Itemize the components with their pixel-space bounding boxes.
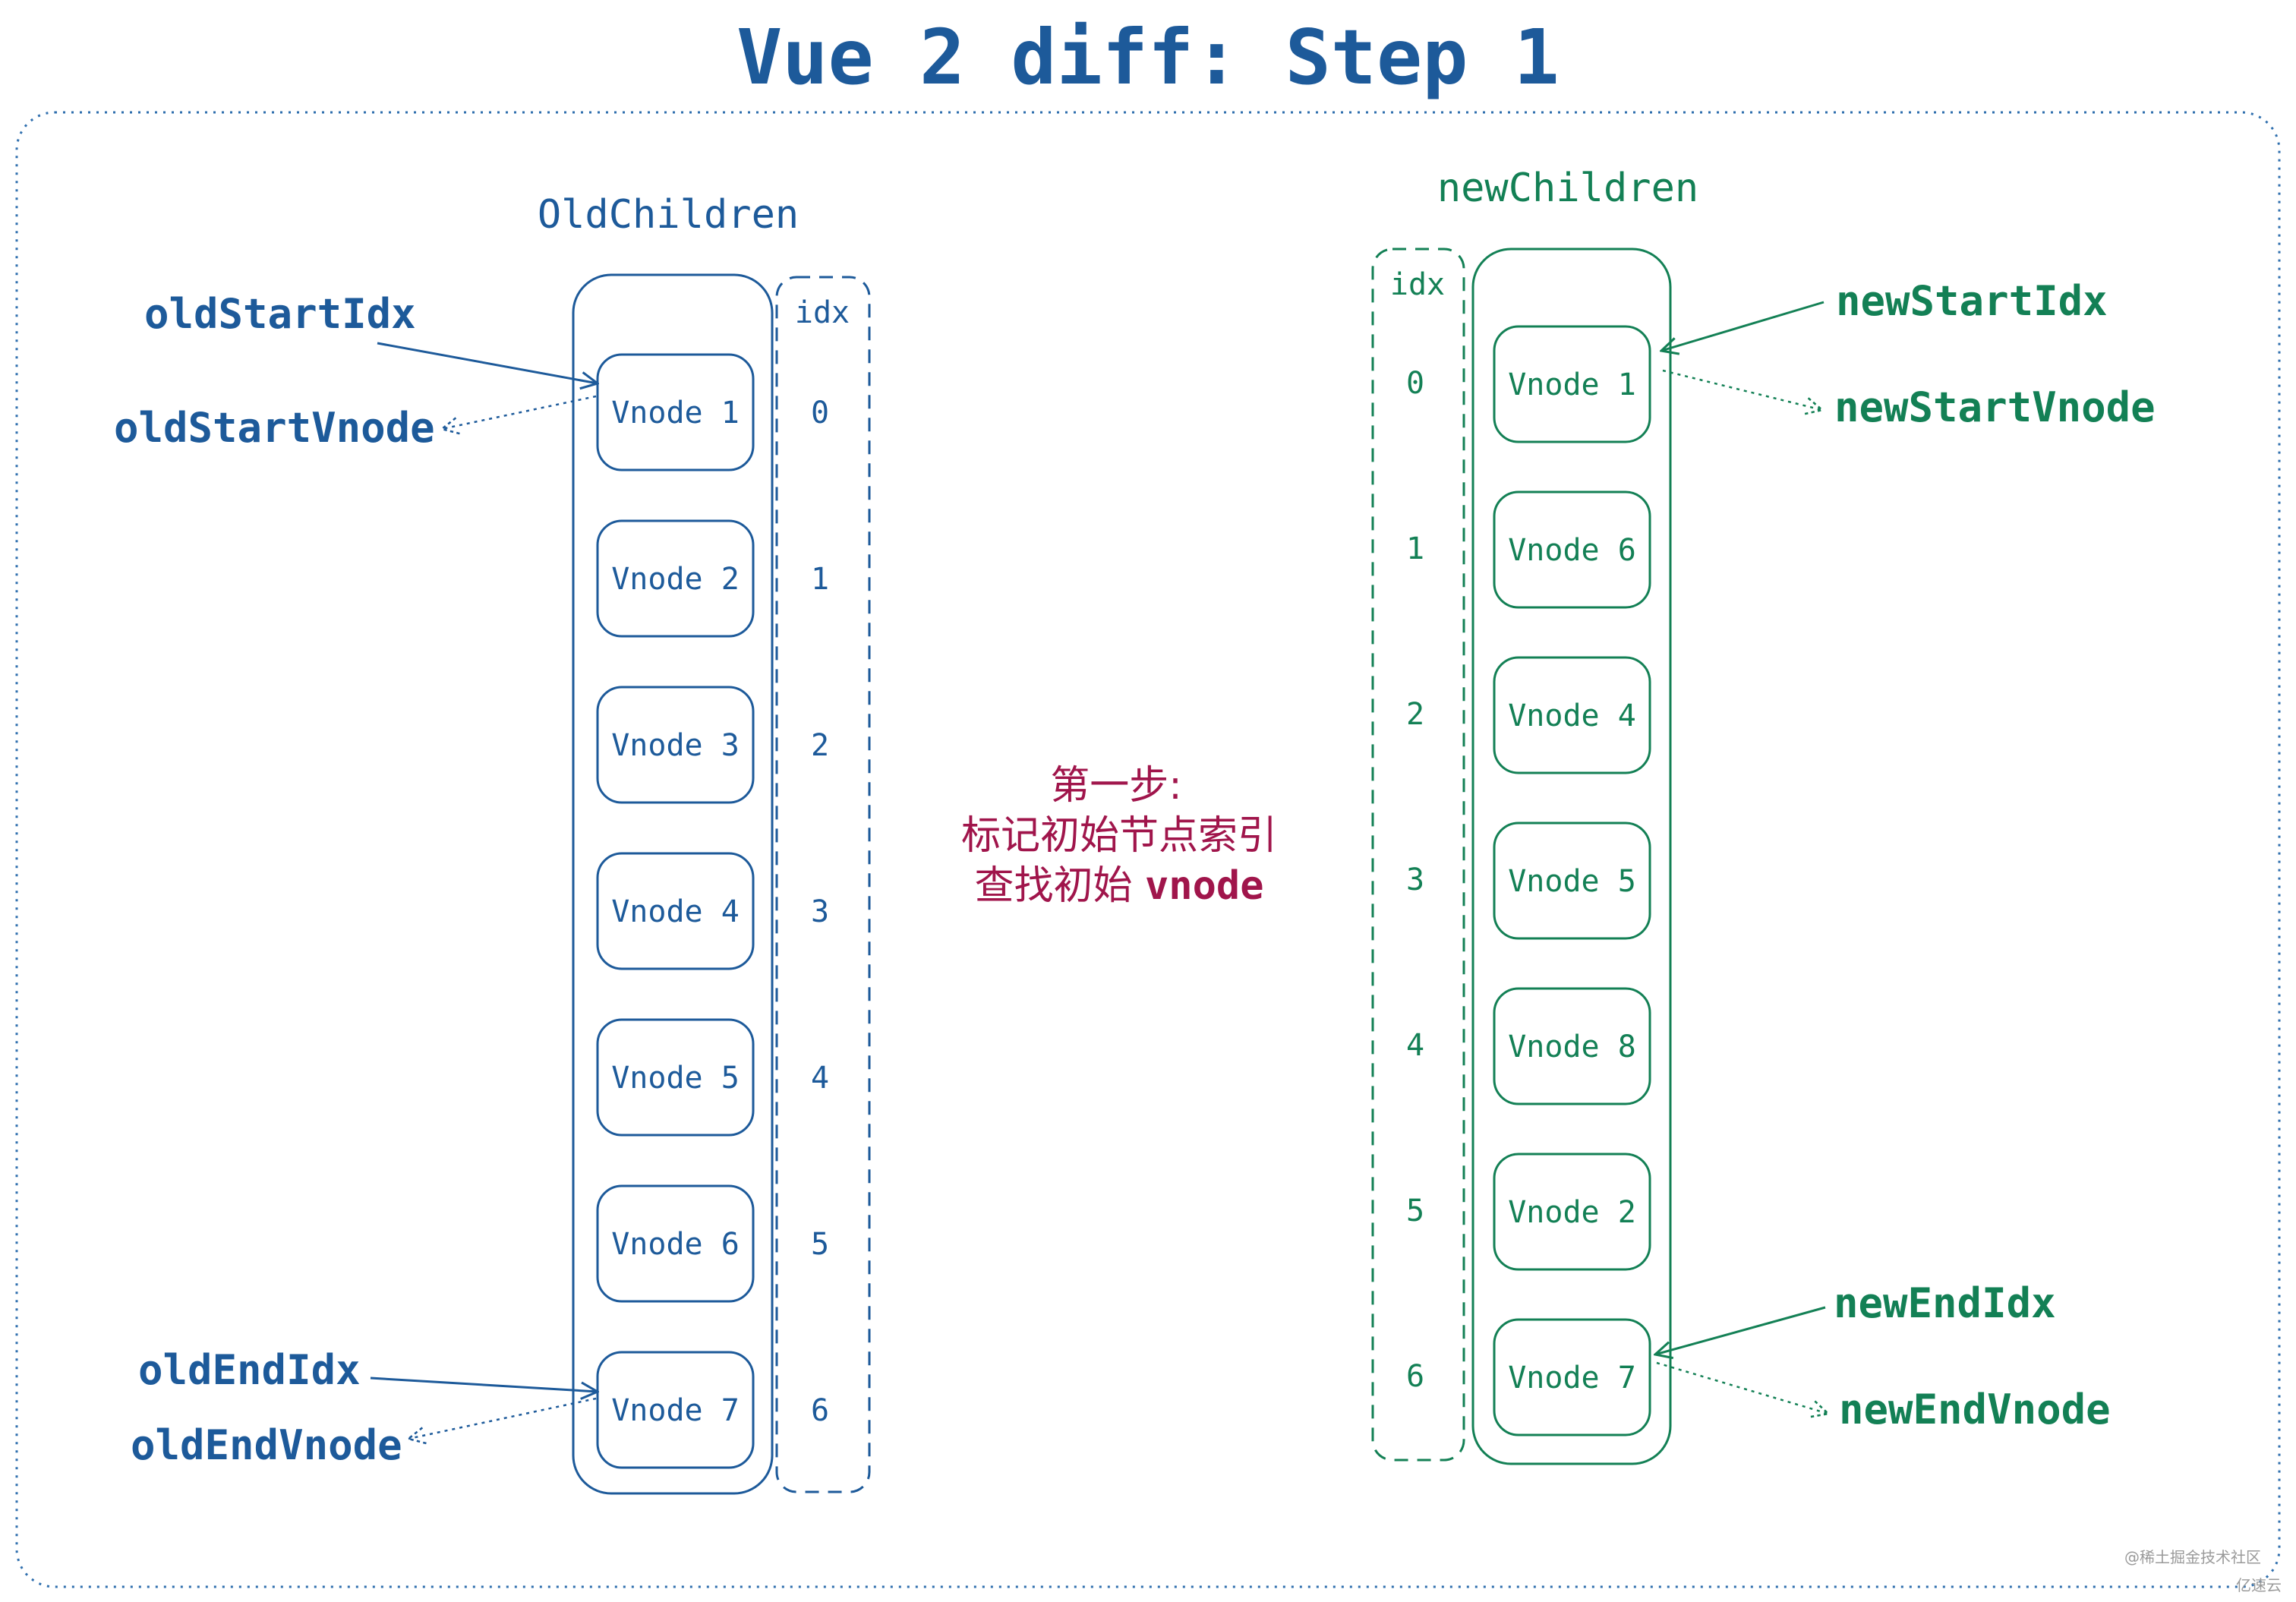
new-end-vnode-arrow: [1656, 1361, 1828, 1414]
old-vnode-box: [596, 1351, 755, 1469]
old-vnode-0: Vnode 1: [596, 353, 755, 471]
old-vnode-box: [596, 1184, 755, 1303]
old-idx-header: idx: [795, 295, 850, 330]
old-node-list: Vnode 1 Vnode 2 Vnode 3 Vnode 4 Vnode 5 Vnode…: [596, 353, 755, 1469]
old-vnode-label: Vnode 6: [611, 1227, 740, 1262]
new-vnode-box: [1493, 821, 1651, 940]
old-vnode-box: [596, 1018, 755, 1137]
old-index-label: 2: [811, 728, 829, 763]
old-vnode-3: Vnode 4: [596, 852, 755, 970]
old-idx-column: [775, 276, 871, 1493]
new-vnode-label: Vnode 7: [1508, 1361, 1636, 1395]
old-vnode-6: Vnode 7: [596, 1351, 755, 1469]
old-vnode-4: Vnode 5: [596, 1018, 755, 1137]
old-index-label: 4: [811, 1061, 829, 1096]
old-children-heading: OldChildren: [538, 192, 799, 238]
old-index-label: 5: [811, 1227, 829, 1262]
old-end-idx-label: oldEndIdx: [138, 1346, 361, 1394]
new-node-list: Vnode 1 Vnode 6 Vnode 4 Vnode 5 Vnode 8 Vnode…: [1493, 325, 1651, 1436]
new-end-idx-arrow: [1655, 1306, 1826, 1354]
new-index-label: 3: [1406, 862, 1424, 897]
old-start-idx-arrow: [377, 342, 598, 383]
new-start-idx-arrow: [1661, 301, 1824, 351]
new-vnode-label: Vnode 2: [1508, 1195, 1636, 1230]
new-vnode-4: Vnode 8: [1493, 987, 1651, 1105]
new-vnode-label: Vnode 1: [1508, 367, 1636, 402]
old-end-idx-arrow: [370, 1377, 598, 1392]
old-index-label: 6: [811, 1393, 829, 1428]
new-vnode-2: Vnode 4: [1493, 656, 1651, 774]
diagram-title: Vue 2 diff: Step 1: [736, 13, 1560, 102]
new-index-label: 4: [1406, 1028, 1424, 1063]
old-end-vnode-label: oldEndVnode: [131, 1421, 402, 1469]
note-line-1: 第一步:: [1050, 763, 1182, 809]
old-index-label: 3: [811, 894, 829, 929]
old-children-container: [572, 273, 774, 1495]
new-vnode-box: [1493, 325, 1651, 443]
old-start-idx-label: oldStartIdx: [144, 290, 416, 338]
old-start-vnode-label: oldStartVnode: [114, 404, 435, 452]
new-vnode-box: [1493, 1153, 1651, 1271]
note-line-3: 查找初始 vnode: [974, 863, 1263, 909]
outer-frame: [15, 111, 2281, 1588]
new-vnode-box: [1493, 1318, 1651, 1436]
new-vnode-label: Vnode 6: [1508, 533, 1636, 568]
old-vnode-label: Vnode 1: [611, 396, 740, 430]
new-children-heading: newChildren: [1437, 166, 1698, 211]
watermark-yisu: 亿速云: [2236, 1576, 2282, 1594]
new-end-idx-label: newEndIdx: [1834, 1279, 2056, 1327]
old-vnode-label: Vnode 5: [611, 1061, 740, 1096]
new-vnode-box: [1493, 656, 1651, 774]
old-start-vnode-arrow: [442, 395, 597, 429]
new-idx-column: [1371, 248, 1465, 1462]
new-vnode-box: [1493, 490, 1651, 609]
new-vnode-label: Vnode 8: [1508, 1030, 1636, 1064]
old-vnode-label: Vnode 2: [611, 562, 740, 597]
note-line-2: 标记初始节点索引: [961, 813, 1277, 859]
new-index-label: 1: [1406, 531, 1424, 566]
new-vnode-1: Vnode 6: [1493, 490, 1651, 609]
new-start-vnode-label: newStartVnode: [1834, 383, 2156, 431]
old-index-label: 1: [811, 562, 829, 597]
old-vnode-1: Vnode 2: [596, 519, 755, 638]
note-line-3-code: vnode: [1145, 863, 1264, 909]
new-start-idx-label: newStartIdx: [1836, 277, 2108, 325]
new-index-list: 0 1 2 3 4 5 6: [1406, 366, 1424, 1394]
old-vnode-5: Vnode 6: [596, 1184, 755, 1303]
new-start-vnode-arrow: [1662, 369, 1822, 410]
watermark-juejin: @稀土掘金技术社区: [2124, 1548, 2261, 1566]
old-vnode-label: Vnode 7: [611, 1393, 740, 1428]
new-vnode-5: Vnode 2: [1493, 1153, 1651, 1271]
new-vnode-box: [1493, 987, 1651, 1105]
new-vnode-6: Vnode 7: [1493, 1318, 1651, 1436]
note-line-3-text: 查找初始: [974, 863, 1145, 909]
old-vnode-box: [596, 519, 755, 638]
old-vnode-box: [596, 353, 755, 471]
new-index-label: 6: [1406, 1359, 1424, 1394]
old-vnode-label: Vnode 4: [611, 894, 740, 929]
old-vnode-label: Vnode 3: [611, 728, 740, 763]
old-vnode-box: [596, 686, 755, 804]
new-index-label: 0: [1406, 366, 1424, 401]
new-vnode-3: Vnode 5: [1493, 821, 1651, 940]
old-end-vnode-arrow: [408, 1397, 597, 1439]
new-end-vnode-label: newEndVnode: [1839, 1386, 2111, 1433]
new-index-label: 2: [1406, 697, 1424, 732]
old-index-list: 0 1 2 3 4 5 6: [811, 396, 829, 1428]
old-index-label: 0: [811, 396, 829, 430]
new-vnode-label: Vnode 4: [1508, 699, 1636, 733]
new-index-label: 5: [1406, 1194, 1424, 1228]
new-vnode-label: Vnode 5: [1508, 864, 1636, 899]
old-vnode-2: Vnode 3: [596, 686, 755, 804]
new-children-container: [1471, 248, 1672, 1465]
old-vnode-box: [596, 852, 755, 970]
new-vnode-0: Vnode 1: [1493, 325, 1651, 443]
new-idx-header: idx: [1390, 267, 1445, 302]
